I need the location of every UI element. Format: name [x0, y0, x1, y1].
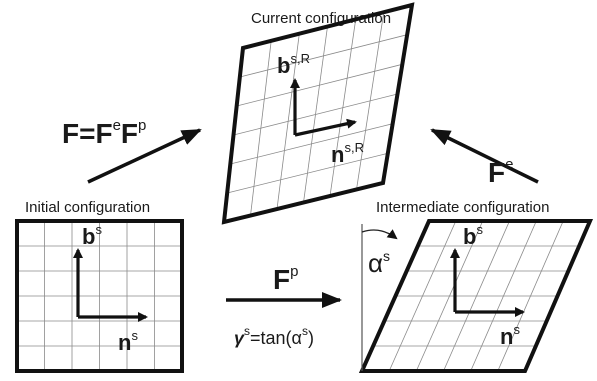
intermediate-configuration-frame: [358, 219, 594, 373]
total-deformation-label: F=FeFp: [62, 117, 146, 149]
initial-configuration-caption: Initial configuration: [25, 199, 150, 216]
elastic-deformation-arrow: [430, 128, 539, 184]
intermediate-configuration-grid: [373, 220, 580, 372]
current-configuration-frame: [221, 2, 415, 225]
b-intermediate-label: bs: [463, 222, 483, 249]
current-configuration-caption: Current configuration: [251, 10, 391, 27]
alpha-label: αs: [368, 248, 390, 278]
plastic-deformation-label: Fp: [273, 263, 298, 295]
total-deformation-arrow: [87, 128, 202, 184]
initial-configuration-grid: [17, 221, 182, 371]
b-current-label: bs,R: [277, 51, 310, 78]
current-configuration-grid: [227, 12, 408, 216]
n-current-label: ns,R: [331, 140, 364, 167]
n-current-arrow: [294, 118, 357, 137]
n-intermediate-label: ns: [500, 322, 520, 349]
intermediate-configuration-caption: Intermediate configuration: [376, 199, 549, 216]
elastic-deformation-label: Fe: [488, 156, 513, 188]
n-initial-label: ns: [118, 328, 138, 355]
b-initial-label: bs: [82, 222, 102, 249]
shear-relation: γs=tan(αs): [234, 324, 314, 348]
shear-angle-arc: [361, 229, 398, 240]
initial-configuration-frame: [15, 219, 184, 373]
